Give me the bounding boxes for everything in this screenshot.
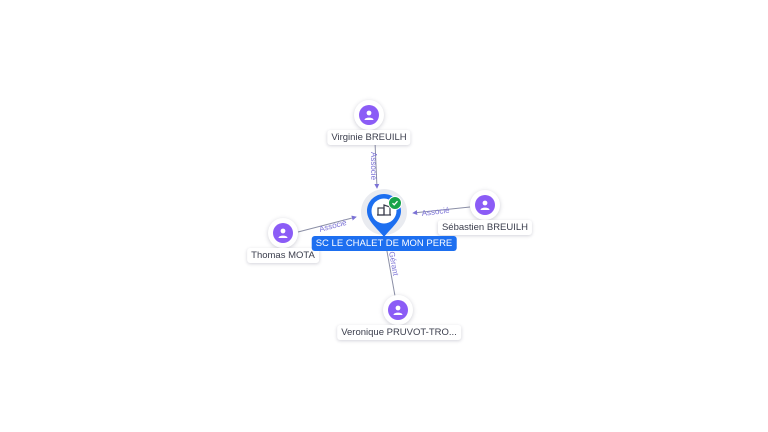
person-label-sebastien[interactable]: Sébastien BREUILH	[437, 220, 533, 235]
edge-sebastien	[412, 206, 471, 216]
edge-label-sebastien: Associé	[421, 206, 450, 218]
edge-label-veronique: Gérant	[387, 251, 400, 277]
verified-check-icon	[388, 196, 402, 210]
person-node-virginie[interactable]	[354, 100, 384, 130]
person-node-veronique[interactable]	[383, 295, 413, 325]
person-label-veronique[interactable]: Veronique PRUVOT-TRO...	[337, 325, 461, 340]
person-icon	[388, 300, 408, 320]
company-label[interactable]: SC LE CHALET DE MON PERE	[311, 236, 457, 251]
edge-label-virginie: Associé	[369, 152, 378, 181]
person-node-sebastien[interactable]	[470, 190, 500, 220]
person-icon	[475, 195, 495, 215]
person-icon	[359, 105, 379, 125]
building-icon	[377, 204, 391, 216]
person-icon	[273, 223, 293, 243]
edge-virginie	[374, 141, 380, 189]
person-node-thomas[interactable]	[268, 218, 298, 248]
person-label-thomas[interactable]: Thomas MOTA	[247, 248, 319, 263]
person-label-virginie[interactable]: Virginie BREUILH	[327, 130, 411, 145]
edge-thomas	[297, 215, 357, 233]
edge-label-thomas: Associé	[318, 218, 348, 234]
